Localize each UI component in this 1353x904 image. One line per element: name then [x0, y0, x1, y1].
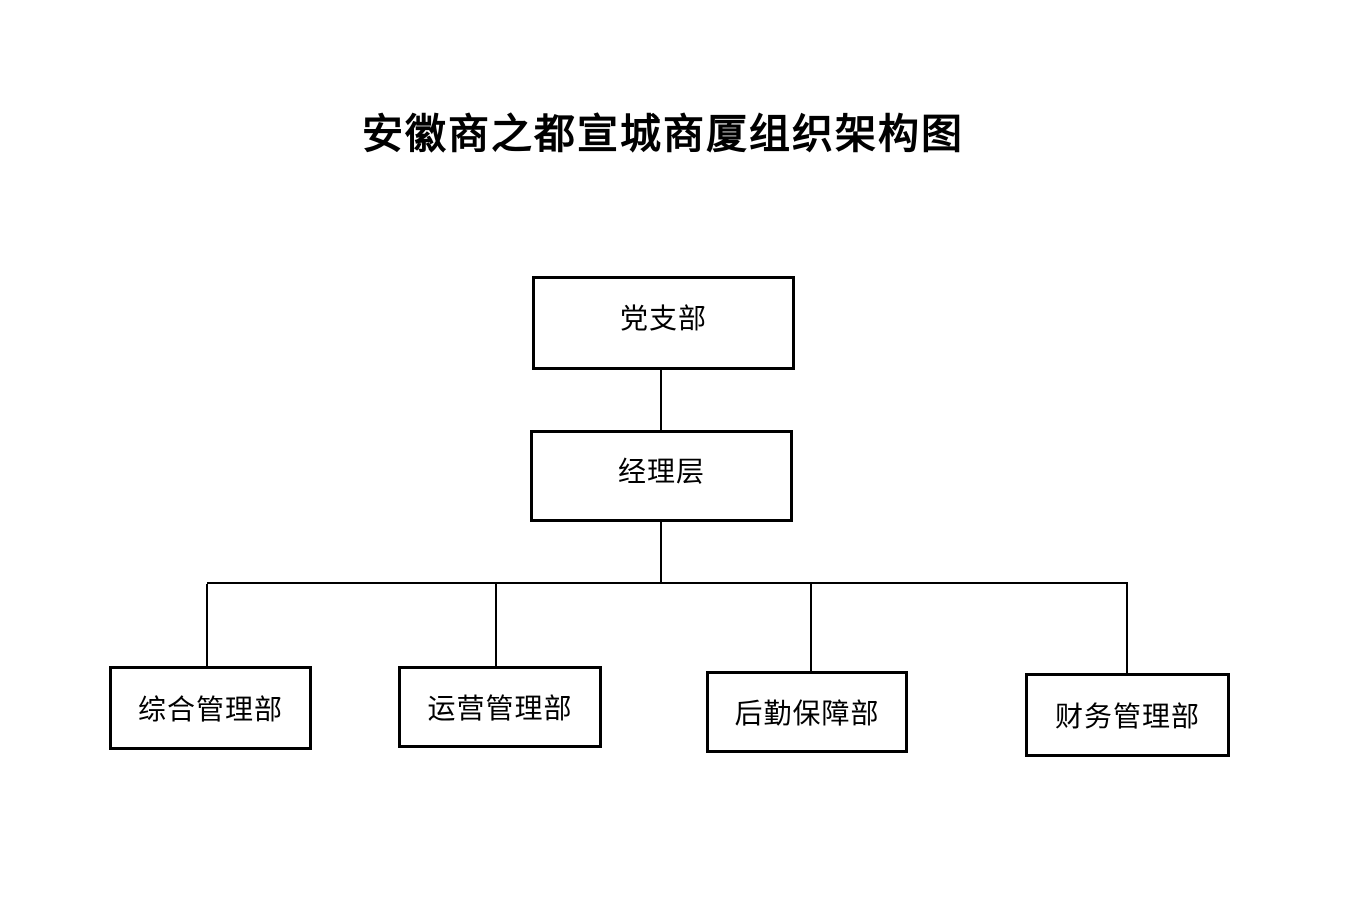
connector-manager-to-bus [660, 522, 662, 583]
node-logistics-support-dept-label: 后勤保障部 [734, 699, 880, 730]
connector-drop-operations-management [495, 584, 497, 666]
chart-title: 安徽商之都宣城商厦组织架构图 [362, 111, 964, 157]
node-management-level: 经理层 [530, 430, 793, 522]
node-party-branch-label: 党支部 [619, 304, 707, 335]
connector-drop-logistics-support [810, 584, 812, 671]
node-finance-management-dept-label: 财务管理部 [1054, 702, 1200, 733]
node-operations-management-dept: 运营管理部 [398, 666, 602, 748]
connector-drop-finance-management [1126, 584, 1128, 673]
node-general-management-dept-label: 综合管理部 [137, 695, 283, 726]
connector-drop-general-management [206, 584, 208, 666]
connector-party-to-manager [660, 370, 662, 430]
connector-horizontal-bus [207, 582, 1128, 584]
node-logistics-support-dept: 后勤保障部 [706, 671, 908, 753]
node-general-management-dept: 综合管理部 [109, 666, 312, 750]
node-management-level-label: 经理层 [617, 457, 705, 488]
node-operations-management-dept-label: 运营管理部 [427, 694, 573, 725]
node-party-branch: 党支部 [532, 276, 795, 370]
node-finance-management-dept: 财务管理部 [1025, 673, 1230, 757]
